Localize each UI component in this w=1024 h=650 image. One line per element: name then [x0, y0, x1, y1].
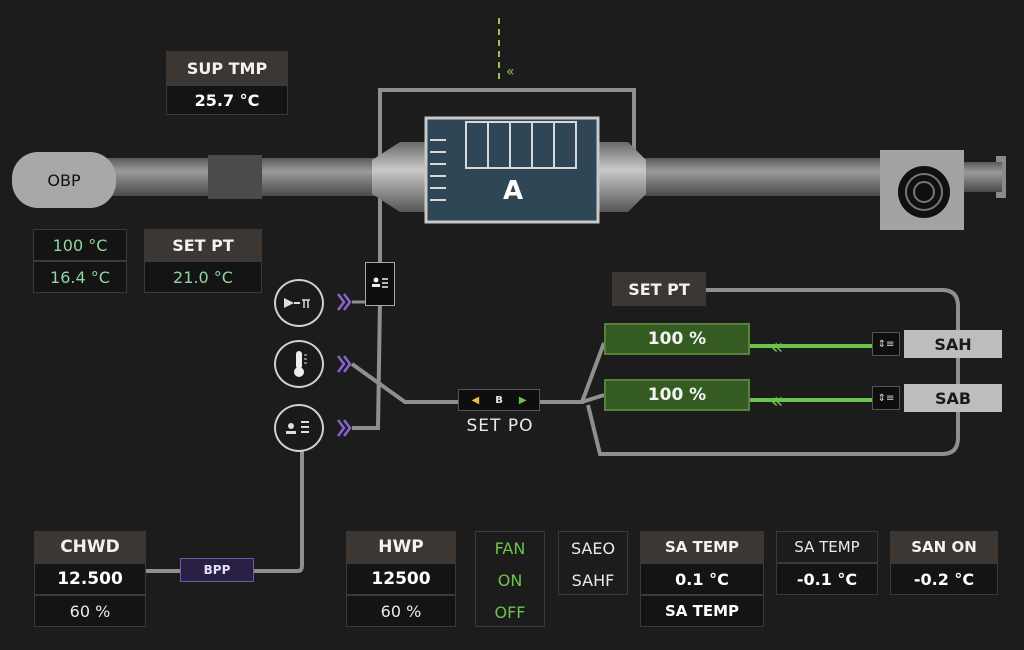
sah-adjust-box[interactable]: ⇕≡ — [872, 332, 900, 356]
chwd-header: CHWD — [34, 531, 146, 563]
link-temp-to-selector — [350, 362, 460, 404]
pressure-sensor[interactable] — [274, 404, 324, 452]
mode-sahf[interactable]: SAHF — [571, 570, 615, 590]
ahu-outlet-cone — [598, 142, 646, 212]
arrow-right-icon[interactable]: ▶ — [518, 394, 527, 406]
sa-temp-1-footer: SA TEMP — [640, 595, 764, 627]
setpoint-right-header[interactable]: SET PT — [612, 272, 706, 306]
valve-icon — [284, 298, 310, 308]
selector-code: B — [495, 394, 503, 406]
fan-status-panel: FAN ON OFF — [475, 531, 545, 627]
setpoint-right-label: SET PT — [628, 279, 690, 299]
hwp-percent: 60 % — [346, 595, 456, 627]
chevron-left-icon: « — [770, 335, 783, 360]
setpoint-loop — [586, 288, 960, 456]
supply-temp-header: SUP TMP — [166, 51, 288, 85]
purple-chevrons — [337, 293, 352, 437]
duct-collar — [208, 155, 262, 199]
sah-label: SAH — [904, 330, 1002, 358]
supply-temp-value: 25.7 °C — [166, 85, 288, 115]
link-selector-to-bars — [540, 342, 606, 404]
ahu-coil-grid — [465, 121, 577, 169]
chwd-pipe — [146, 450, 304, 573]
sa-temp-1-label: SA TEMP — [664, 538, 740, 556]
fan-on-button[interactable]: ON — [497, 570, 523, 590]
sensor-icon — [286, 421, 309, 434]
chwd-value: 12.500 — [34, 563, 146, 595]
valve-sensor[interactable] — [274, 279, 324, 327]
sah-percent-bar[interactable]: 100 % — [604, 323, 750, 355]
sab-adjust-box[interactable]: ⇕≡ — [872, 386, 900, 410]
hwp-value: 12500 — [346, 563, 456, 595]
bpp-tag: BPP — [180, 558, 254, 582]
sa-temp-2-value: -0.1 °C — [776, 563, 878, 595]
chwd-percent: 60 % — [34, 595, 146, 627]
fan-label: FAN — [494, 538, 526, 558]
obp-label: OBP — [47, 170, 81, 190]
chevron-left-icon: « — [506, 64, 515, 80]
sab-percent-bar[interactable]: 100 % — [604, 379, 750, 411]
sa-temp-2-label: SA TEMP — [794, 538, 860, 556]
supply-temp-label: SUP TMP — [186, 58, 268, 78]
sa-temp-1-value: 0.1 °C — [640, 563, 764, 595]
link-sensor-to-loop — [352, 299, 382, 430]
chwd-label: CHWD — [60, 537, 120, 557]
mode-panel: SAEO SAHF — [558, 531, 628, 595]
ahu-label: A — [502, 176, 524, 206]
setpoint-left-header: SET PT — [144, 229, 262, 261]
main-duct-right — [625, 158, 885, 196]
san-on-label: SAN ON — [911, 538, 977, 556]
ahu-unit — [424, 116, 600, 224]
ahu-filter-lines — [430, 139, 446, 201]
sab-label: SAB — [904, 384, 1002, 412]
chevron-left-icon: « — [770, 389, 783, 414]
setpoint-left-label: SET PT — [172, 235, 234, 255]
left-reading-2: 16.4 °C — [33, 261, 127, 293]
sa-temp-2-header: SA TEMP — [776, 531, 878, 563]
hwp-label: HWP — [378, 537, 424, 557]
setpoint-left-value[interactable]: 21.0 °C — [144, 261, 262, 293]
arrow-left-icon[interactable]: ◀ — [471, 394, 480, 406]
hwp-header: HWP — [346, 531, 456, 563]
sensor-icon — [372, 277, 388, 288]
temperature-icon — [294, 351, 307, 377]
san-on-header: SAN ON — [890, 531, 998, 563]
selector-b[interactable]: ◀ B ▶ — [458, 389, 540, 411]
fan-off-button[interactable]: OFF — [494, 602, 526, 622]
ahu-inlet-cone — [372, 142, 428, 212]
duct-stub — [962, 162, 1002, 192]
san-on-value: -0.2 °C — [890, 563, 998, 595]
left-reading-1: 100 °C — [33, 229, 127, 261]
mode-saeo[interactable]: SAEO — [570, 538, 616, 558]
selector-label: SET PO — [466, 416, 534, 436]
temperature-sensor[interactable] — [274, 340, 324, 388]
sa-temp-1-header: SA TEMP — [640, 531, 764, 563]
obp-indicator: OBP — [12, 152, 116, 208]
loop-control-box[interactable] — [365, 262, 395, 306]
